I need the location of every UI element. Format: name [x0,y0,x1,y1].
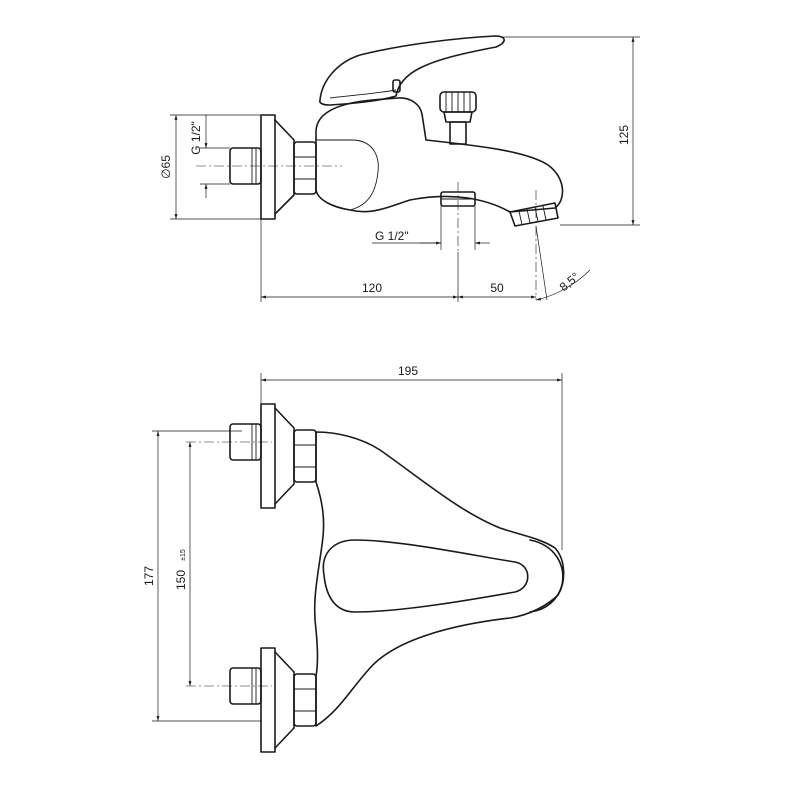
height-label: 125 [617,125,631,145]
wall-flange-side [260,114,295,220]
outlet-aerator-side [509,202,559,227]
top-view: 195 177 150 ±15 [142,364,565,753]
dim-50-label: 50 [490,281,504,295]
mixer-body-top [313,431,565,727]
flange-diameter-label: ∅65 [159,155,173,179]
upper-connection-top [229,403,317,509]
lower-connection-top [229,647,317,753]
outlet-angle-label: 8,5° [557,270,583,295]
hex-nut-side [293,141,317,195]
width-label: 195 [398,364,418,378]
wall-thread-label: G 1/2" [189,121,203,155]
centers-label: 150 [174,570,188,590]
total-height-label: 177 [142,566,156,586]
lever-handle-side [319,35,505,106]
bottom-thread-label: G 1/2" [375,229,409,243]
side-view: ∅65 G 1/2" G 1/2" 125 120 50 8,5° [159,35,640,302]
dim-120-label: 120 [362,281,382,295]
mixer-body-side [315,97,564,213]
centers-tolerance-label: ±15 [180,549,187,561]
diverter-knob-side [439,91,477,145]
lever-handle-top [322,539,529,613]
